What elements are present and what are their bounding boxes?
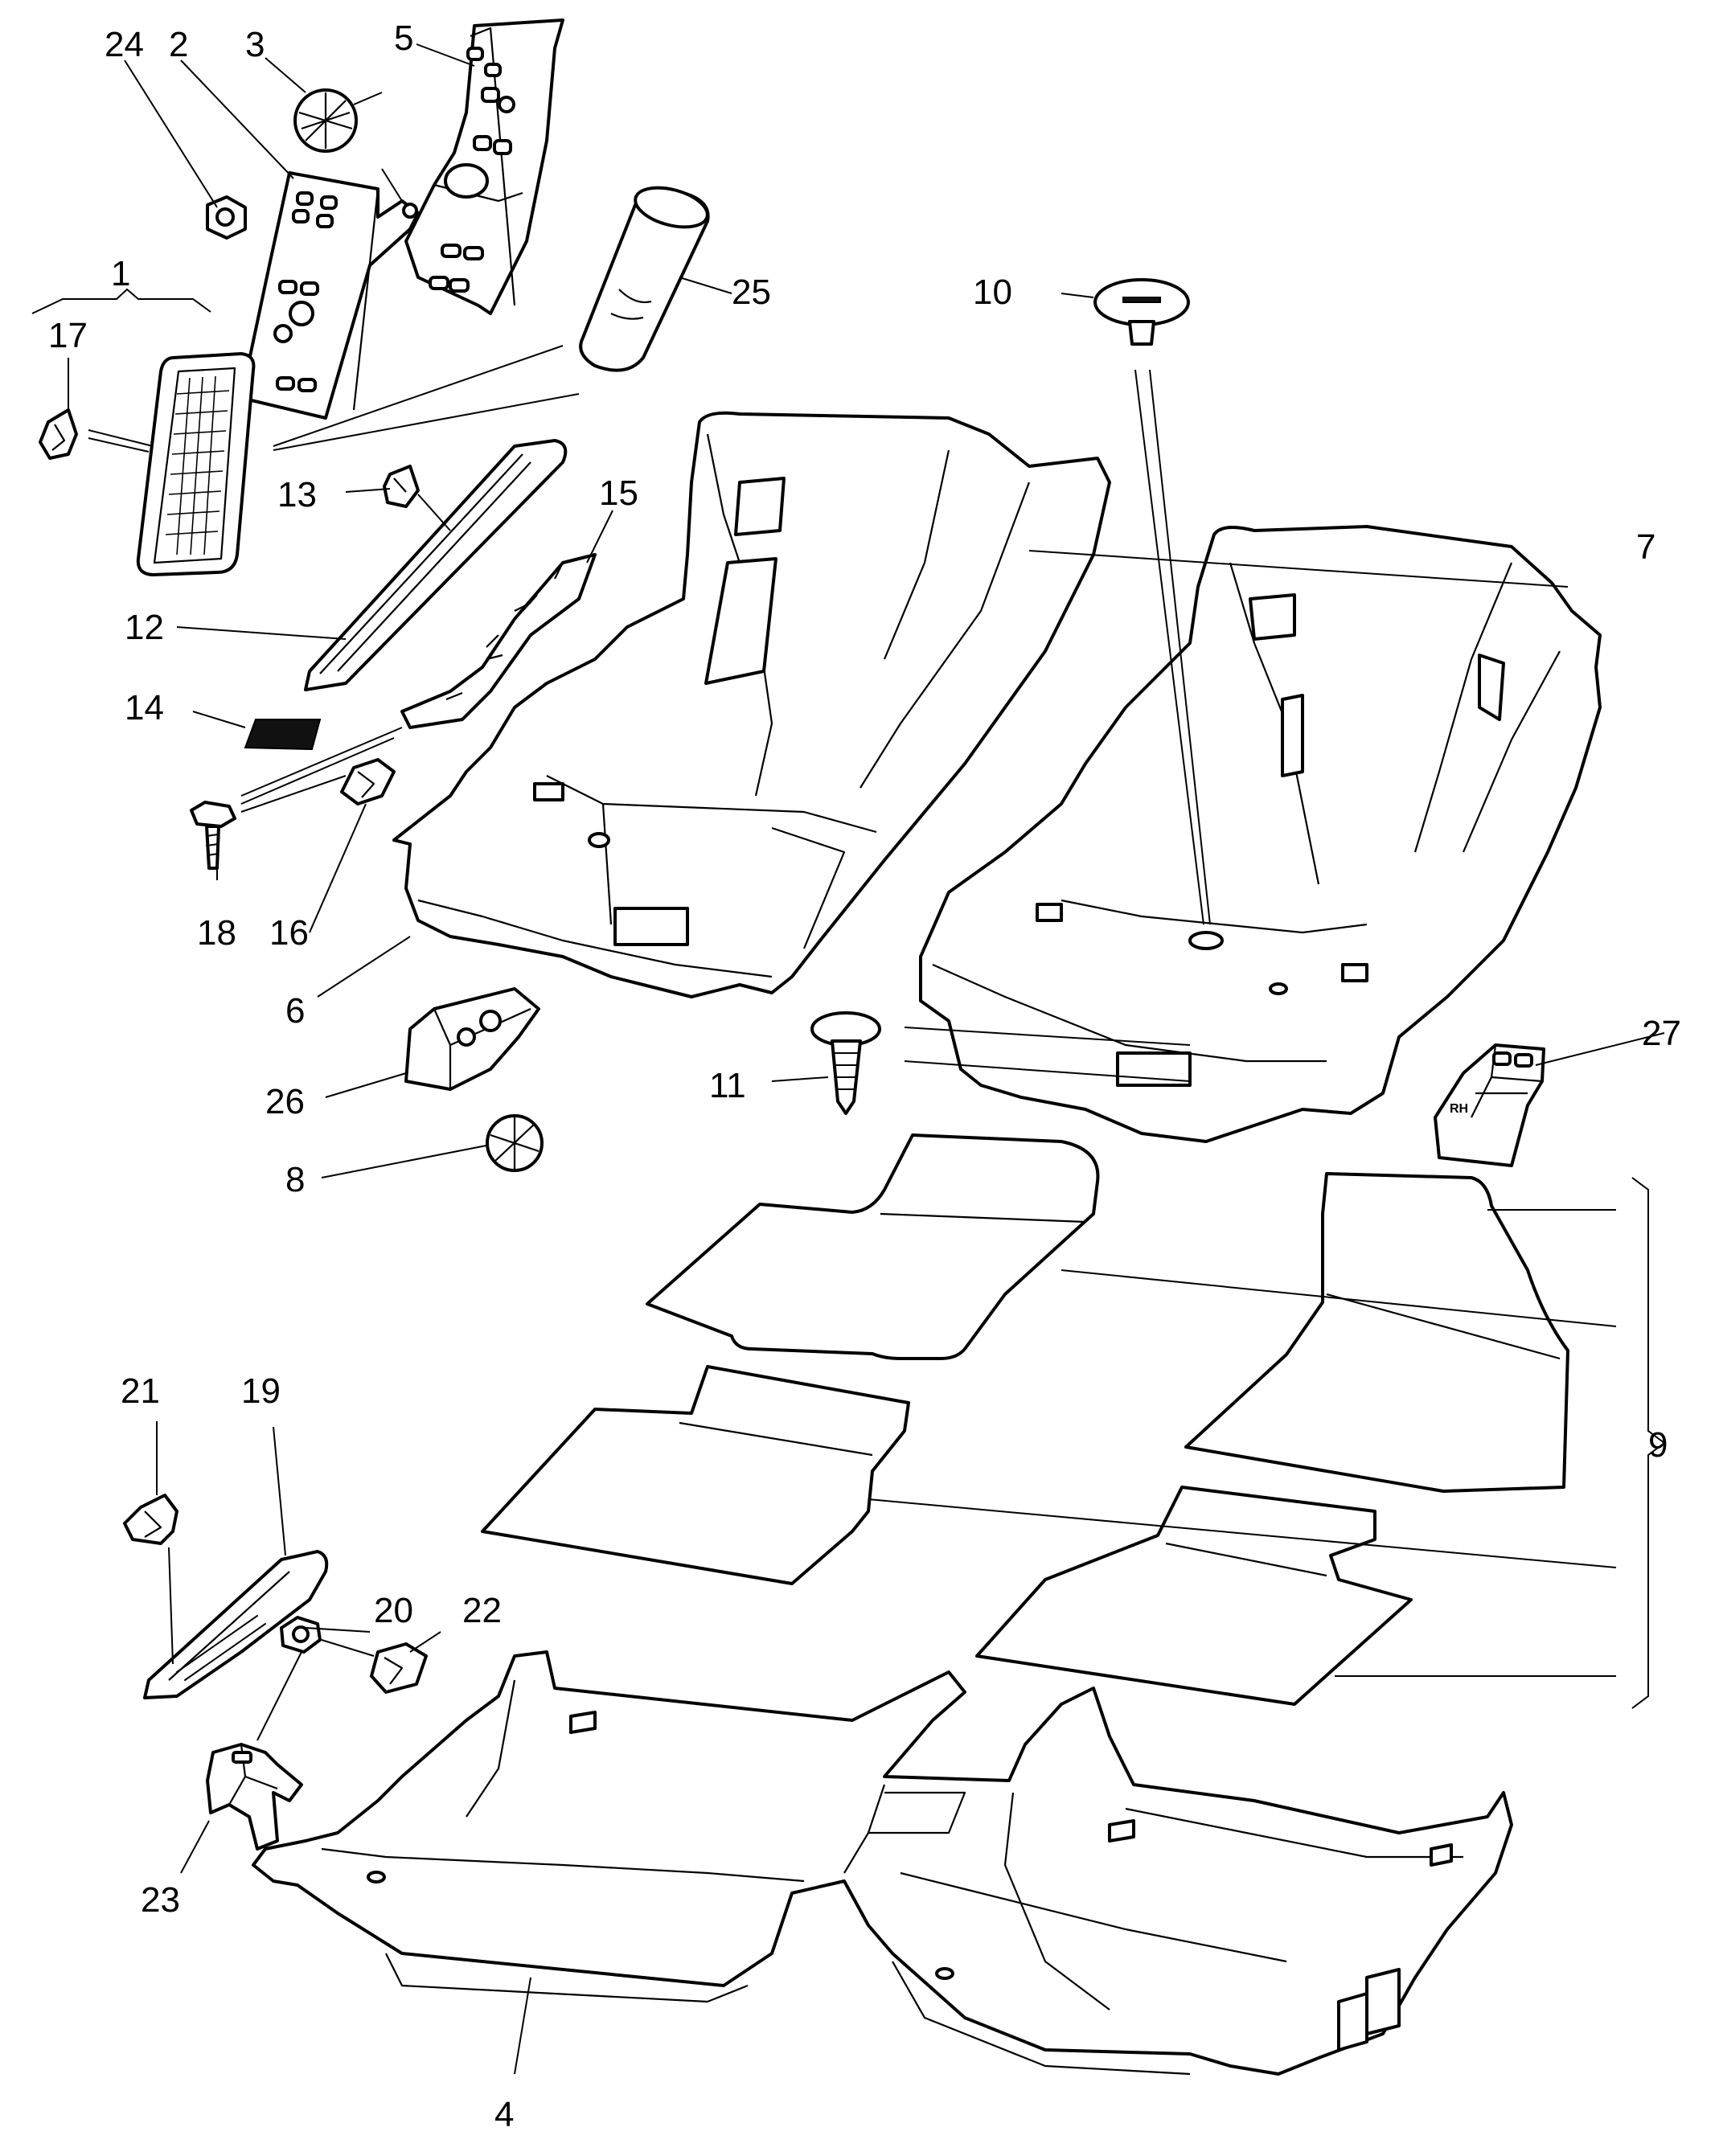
part-17-clip	[39, 408, 78, 460]
part-22-clip-bracket	[370, 1642, 428, 1694]
callout-4: 4	[494, 2095, 514, 2134]
callout-15: 15	[599, 473, 638, 513]
callout-14: 14	[125, 688, 164, 728]
callout-17: 17	[48, 316, 88, 355]
part-7-front-right-carpet	[919, 525, 1602, 1143]
callout-19: 19	[241, 1371, 281, 1411]
part-8-grommet	[486, 1114, 544, 1172]
part-21-clip	[123, 1494, 178, 1545]
part-14-pad	[244, 719, 322, 751]
rh-marking-text: RH	[1450, 1102, 1468, 1116]
callout-21: 21	[121, 1371, 160, 1411]
mat-front-left	[646, 1133, 1100, 1360]
callout-27: 27	[1642, 1014, 1681, 1053]
callout-18: 18	[197, 913, 236, 953]
callout-16: 16	[269, 913, 309, 953]
part-24-nut	[206, 195, 247, 240]
leader-lines	[31, 43, 1666, 2075]
callout-20: 20	[374, 1591, 413, 1630]
callout-1: 1	[111, 254, 130, 293]
mat-rear-left	[481, 1365, 910, 1585]
part-4-rear-carpet	[252, 1650, 1513, 2076]
callout-3: 3	[245, 25, 265, 64]
callout-8: 8	[285, 1160, 305, 1199]
callout-10: 10	[973, 273, 1012, 312]
part-1-pedal-pad	[136, 352, 256, 576]
part-20-nut	[280, 1616, 322, 1654]
part-12-sill-trim-front	[304, 439, 568, 691]
part-9-floor-mats	[481, 1133, 1569, 1706]
part-19-rear-sill-trim	[143, 1550, 329, 1699]
part-2-pedal-bracket	[240, 171, 420, 420]
mat-rear-right	[975, 1486, 1413, 1706]
part-25-duct-sleeve	[579, 186, 710, 372]
part-10-plug	[1093, 278, 1190, 346]
callout-22: 22	[462, 1591, 502, 1630]
part-13-clip	[383, 465, 420, 508]
callout-25: 25	[732, 273, 771, 312]
part-16-clip-bracket	[340, 758, 396, 805]
part-5-footrest-bracket	[404, 18, 564, 315]
callout-26: 26	[265, 1082, 305, 1121]
callout-7: 7	[1636, 527, 1655, 567]
part-15-sill-bracket	[400, 553, 597, 729]
callout-numbers: 24 2 3 5 1 17 25 10 13 15 7 12 14 18 16 …	[48, 18, 1681, 2134]
callout-6: 6	[285, 991, 305, 1031]
mat-front-right	[1184, 1172, 1569, 1493]
callout-9: 9	[1648, 1425, 1668, 1465]
callout-11: 11	[709, 1066, 746, 1105]
callout-2: 2	[169, 25, 188, 64]
pedal-grip-pattern	[165, 375, 230, 555]
part-3-grommet	[293, 88, 358, 153]
callout-23: 23	[141, 1880, 180, 1920]
callout-5: 5	[394, 18, 413, 58]
part-11-push-clip	[810, 1011, 881, 1115]
callout-24: 24	[105, 25, 144, 64]
callout-12: 12	[125, 608, 164, 647]
part-18-bolt	[190, 801, 236, 870]
part-6-front-left-carpet	[392, 411, 1111, 998]
part-27-rh-footrest-block: RH	[1434, 1043, 1545, 1167]
callout-13: 13	[277, 475, 317, 514]
part-23-bracket	[206, 1743, 303, 1851]
part-26-footrest-block	[404, 987, 540, 1091]
